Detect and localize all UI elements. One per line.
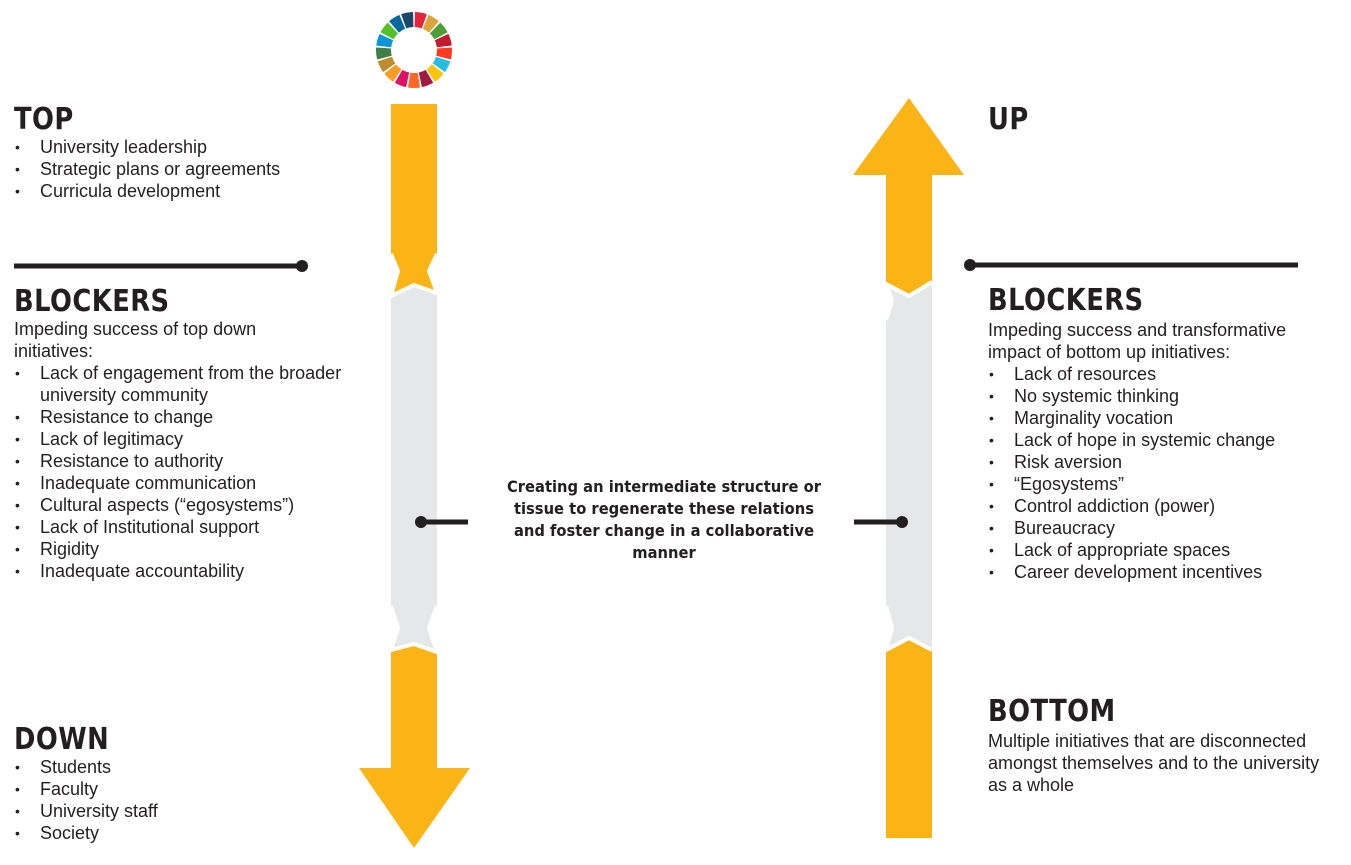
right-blockers-heading: BLOCKERS	[988, 283, 1144, 318]
down-list: StudentsFacultyUniversity staffSociety	[14, 756, 314, 844]
right-blocker-item: Bureaucracy	[988, 517, 1348, 539]
top-section: TOP University leadershipStrategic plans…	[14, 102, 374, 203]
bottom-section: BOTTOM Multiple initiatives that are dis…	[988, 696, 1338, 796]
sdg-wheel-segment	[389, 14, 406, 33]
down-arrow-top-segment	[391, 104, 437, 296]
sdg-wheel-segment	[394, 69, 410, 88]
right-blocker-item: Control addiction (power)	[988, 495, 1348, 517]
sdg-wheel-segment	[376, 33, 394, 48]
sdg-wheel-segment	[380, 22, 399, 40]
right-bottom-break-line	[882, 605, 933, 654]
sdg-wheel-segment	[429, 22, 448, 40]
left-center-dot	[415, 516, 427, 528]
left-blocker-item: Inadequate accountability	[14, 560, 354, 582]
sdg-wheel-segment	[407, 72, 421, 88]
right-blocker-item: Lack of resources	[988, 363, 1348, 385]
down-list-item: Faculty	[14, 778, 314, 800]
right-blocker-item: Lack of appropriate spaces	[988, 539, 1348, 561]
sdg-wheel-segment	[422, 14, 439, 33]
sdg-wheel-segment	[401, 12, 414, 29]
left-blockers-heading: BLOCKERS	[14, 284, 170, 319]
right-blocker-item: No systemic thinking	[988, 385, 1348, 407]
top-list-item: Strategic plans or agreements	[14, 158, 374, 180]
right-blockers-list: Lack of resourcesNo systemic thinkingMar…	[988, 363, 1348, 583]
left-blocker-item: Lack of engagement from the broader univ…	[14, 362, 354, 406]
right-blocker-item: Marginality vocation	[988, 407, 1348, 429]
up-arrow-head	[853, 98, 964, 296]
top-list-item: University leadership	[14, 136, 374, 158]
sdg-wheel-segment	[384, 64, 402, 82]
sdg-wheel-segment	[377, 56, 396, 73]
sdg-wheel-segment	[434, 33, 452, 48]
right-blocker-item: Lack of hope in systemic change	[988, 429, 1348, 451]
down-heading: DOWN	[14, 722, 110, 757]
top-heading: TOP	[14, 102, 74, 137]
sdg-wheel-segment	[414, 12, 427, 29]
left-top-break-line	[387, 253, 441, 300]
sdg-wheel-logo	[376, 12, 452, 88]
up-arrow-middle-column	[886, 282, 932, 650]
right-blockers-intro: Impeding success and transformative impa…	[988, 320, 1287, 362]
right-blocker-item: Risk aversion	[988, 451, 1348, 473]
up-section: UP	[988, 104, 1188, 136]
left-blocker-item: Resistance to change	[14, 406, 354, 428]
left-blockers-section: BLOCKERS Impeding success of top down in…	[14, 284, 384, 583]
sdg-wheel-segment	[426, 64, 444, 82]
right-blockers-section: BLOCKERS Impeding success and transforma…	[988, 283, 1338, 584]
left-blocker-item: Rigidity	[14, 538, 354, 560]
sdg-wheel-segment	[376, 47, 392, 60]
right-divider-dot	[964, 259, 976, 271]
left-blocker-item: Cultural aspects (“egosystems”)	[14, 494, 354, 516]
left-blocker-item: Resistance to authority	[14, 450, 354, 472]
top-list-item: Curricula development	[14, 180, 374, 202]
bottom-description: Multiple initiatives that are disconnect…	[988, 731, 1320, 795]
top-list: University leadershipStrategic plans or …	[14, 136, 374, 202]
bottom-heading: BOTTOM	[988, 694, 1116, 729]
left-blocker-item: Inadequate communication	[14, 472, 354, 494]
left-blockers-intro: Impeding success of top down initiatives…	[14, 319, 257, 361]
down-list-item: University staff	[14, 800, 314, 822]
center-statement: Creating an intermediate structure or ti…	[506, 477, 822, 562]
sdg-wheel-segment	[418, 69, 434, 88]
right-center-dot	[896, 516, 908, 528]
left-divider-dot	[296, 260, 308, 272]
sdg-wheel-segment	[432, 56, 451, 73]
right-blocker-item: Career development incentives	[988, 561, 1348, 583]
right-blocker-item: “Egosystems”	[988, 473, 1348, 495]
left-bottom-break-line	[387, 605, 441, 656]
left-blocker-item: Lack of legitimacy	[14, 428, 354, 450]
sdg-wheel-segment	[436, 47, 452, 60]
down-list-item: Society	[14, 822, 314, 844]
up-heading: UP	[988, 102, 1029, 137]
down-arrow-middle-column	[391, 285, 437, 652]
down-section: DOWN StudentsFacultyUniversity staffSoci…	[14, 722, 314, 845]
down-arrow-head	[359, 644, 470, 848]
left-blocker-item: Lack of Institutional support	[14, 516, 354, 538]
right-top-break-line	[882, 279, 934, 321]
left-blockers-list: Lack of engagement from the broader univ…	[14, 362, 354, 582]
down-list-item: Students	[14, 756, 314, 778]
up-arrow-bottom-segment	[886, 638, 932, 838]
